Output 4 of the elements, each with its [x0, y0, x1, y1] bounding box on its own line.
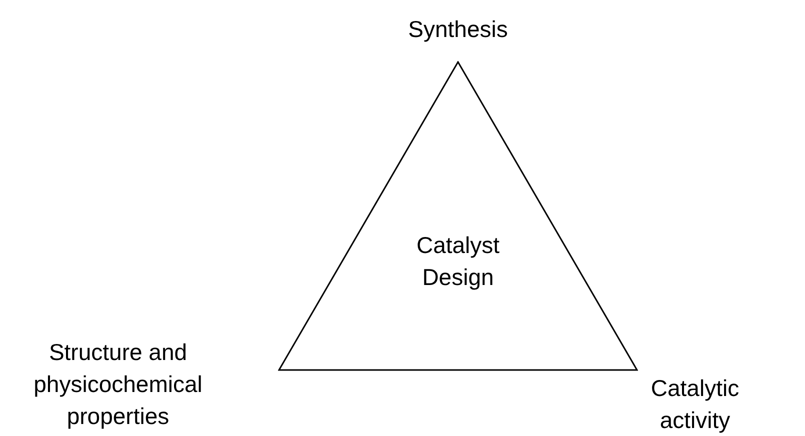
vertex-label: Catalytic activity [650, 374, 740, 435]
center-label: Catalyst Design [415, 231, 501, 292]
vertex-label: Structure and physicochemical properties [32, 338, 204, 431]
vertex-label: Synthesis [407, 15, 509, 44]
